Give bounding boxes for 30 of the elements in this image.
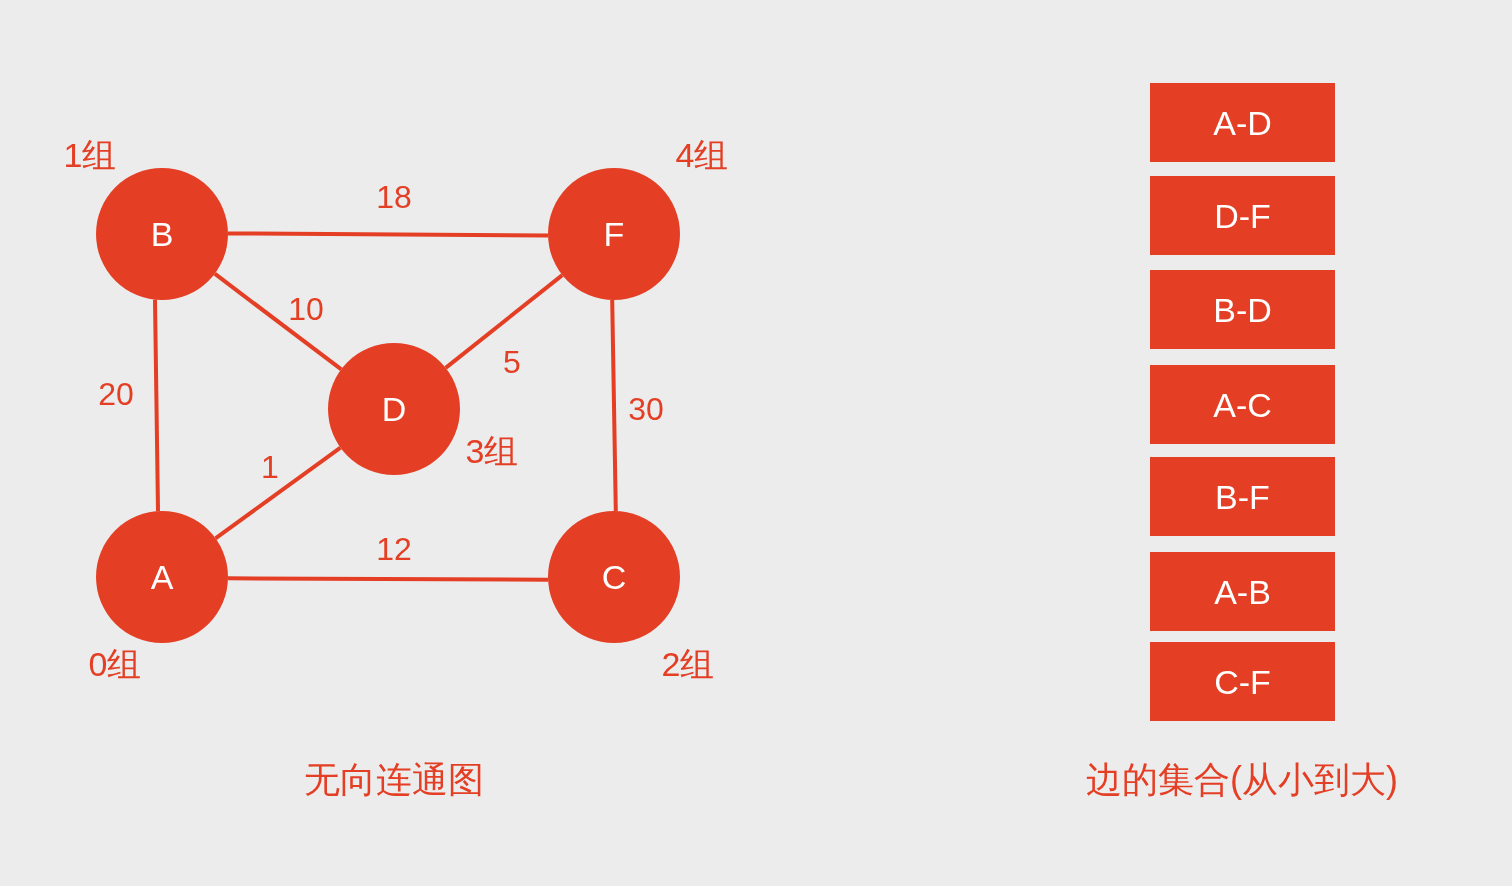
graph-node-circle: F [548, 168, 680, 300]
edge-list-box: D-F [1150, 176, 1335, 255]
edge-weight-label: 12 [376, 533, 412, 565]
caption-text: 无向连通图 [304, 762, 484, 798]
caption-text: 边的集合(从小到大) [1086, 762, 1398, 798]
group-label: 3组 [465, 434, 519, 468]
edge-line [228, 576, 549, 582]
edge-line [228, 231, 548, 238]
graph-node-circle: A [96, 511, 228, 643]
edge-list-box: A-B [1150, 552, 1335, 631]
edge-list-box: C-F [1150, 642, 1335, 721]
edge-line [444, 273, 564, 370]
edge-weight-label: 1 [261, 451, 279, 483]
edge-list-box: A-D [1150, 83, 1335, 162]
graph-node-circle: C [548, 511, 680, 643]
edge-list-box: B-D [1150, 270, 1335, 349]
edge-weight-label: 18 [376, 181, 412, 213]
edge-weight-label: 10 [288, 293, 324, 325]
edge-line [213, 272, 343, 371]
group-label: 0组 [88, 647, 142, 681]
graph-node-circle: D [328, 343, 460, 475]
edge-line [153, 299, 160, 512]
edge-weight-label: 20 [98, 378, 134, 410]
edge-weight-label: 5 [503, 346, 521, 378]
edge-list-box: A-C [1150, 365, 1335, 444]
edge-weight-label: 30 [628, 393, 664, 425]
edge-list-box: B-F [1150, 457, 1335, 536]
group-label: 2组 [661, 647, 715, 681]
edge-line [214, 446, 342, 540]
edge-line [610, 299, 618, 512]
